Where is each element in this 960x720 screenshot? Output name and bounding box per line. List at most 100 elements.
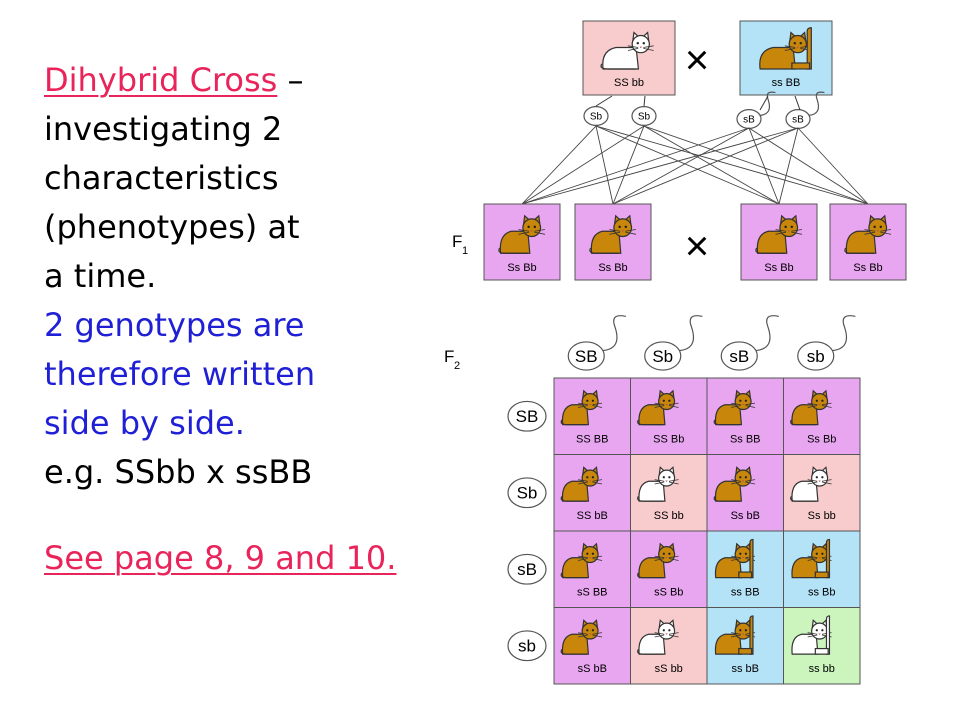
f2-subscript: 2 (454, 360, 460, 372)
parent-gamete-2: Sb (631, 106, 657, 126)
genotype-label: SS bb (614, 77, 644, 89)
punnett-genotype-label: ss Bb (808, 586, 836, 598)
punnett-cell: sS bb (630, 607, 708, 685)
punnett-genotype-label: Ss bB (731, 510, 760, 522)
punnett-genotype-label: Ss BB (730, 433, 761, 445)
punnett-genotype-label: sS bB (578, 663, 607, 675)
gamete-label: sB (792, 115, 804, 126)
gamete-label: sB (743, 115, 755, 126)
gamete-label: SB (575, 347, 598, 366)
gamete-label: sB (729, 347, 749, 366)
parent-card-ssBB: ss BB (739, 20, 833, 96)
punnett-cell: Ss Bb (783, 377, 861, 455)
punnett-genotype-label: sS bb (655, 663, 683, 675)
text-line-3: characteristics (44, 159, 279, 197)
f2-col-gamete-1: SB (567, 315, 626, 371)
f2-label: F (444, 347, 454, 366)
punnett-cell: ss bb (783, 607, 861, 685)
punnett-genotype-label: ss BB (731, 586, 760, 598)
cat-icon (714, 538, 756, 579)
punnett-genotype-label: ss bB (731, 663, 759, 675)
cat-icon (560, 619, 603, 655)
genotype-label: Ss Bb (764, 262, 793, 274)
punnett-genotype-label: SS Bb (653, 433, 684, 445)
f1-subscript: 1 (462, 245, 468, 257)
gamete-label: sb (518, 637, 536, 656)
f1-card-1: Ss Bb (483, 203, 561, 281)
genotype-label: Ss Bb (598, 262, 627, 274)
cat-icon (714, 615, 756, 655)
genotype-label: Ss Bb (507, 262, 536, 274)
gamete-label: sb (807, 347, 825, 366)
punnett-genotype-label: sS Bb (654, 586, 683, 598)
genotype-label: Ss Bb (853, 262, 882, 274)
cat-icon (791, 615, 832, 655)
genotype-label: ss BB (772, 77, 801, 89)
punnett-genotype-label: Ss bb (808, 510, 836, 522)
cat-icon (755, 214, 803, 254)
punnett-genotype-label: ss bb (809, 663, 835, 675)
parent-card-ssbb: SS bb (582, 20, 676, 96)
text-line-6: 2 genotypes are (44, 306, 305, 344)
punnett-cell: SS bb (630, 454, 708, 532)
cat-icon (560, 542, 603, 579)
f1-label: F (452, 232, 462, 251)
gamete-label: SB (516, 407, 539, 426)
text-line-8: side by side. (44, 404, 245, 442)
cross-lines (521, 95, 869, 205)
text-line-4: (phenotypes) at (44, 208, 300, 246)
text-block: Dihybrid Cross – investigating 2 charact… (44, 56, 484, 583)
punnett-cell: ss BB (706, 530, 784, 608)
punnett-genotype-label: sS BB (577, 586, 608, 598)
punnett-genotype-label: SS bB (577, 510, 608, 522)
dihybrid-cross-link[interactable]: Dihybrid Cross (44, 61, 278, 99)
text-line-5: a time. (44, 257, 157, 295)
punnett-cell: sS bB (553, 607, 631, 685)
gamete-label: Sb (517, 484, 538, 503)
gamete-label: Sb (652, 347, 673, 366)
parent-gamete-4: sB (785, 91, 825, 129)
cat-icon (790, 389, 832, 426)
title-line: Dihybrid Cross – (44, 56, 484, 105)
punnett-cell: sS Bb (630, 530, 708, 608)
f2-col-gamete-4: sb (797, 315, 856, 371)
cat-icon (791, 538, 832, 579)
f2-col-gamete-2: Sb (644, 315, 703, 371)
cat-icon (637, 542, 679, 579)
f2-row-gamete-4: sb (507, 630, 547, 662)
cross-symbol-f1: × (685, 222, 710, 269)
punnett-square: SS BB SS Bb Ss BB Ss Bb SS bB SS bb Ss bB Ss bb… (553, 377, 861, 685)
cat-icon (589, 214, 637, 254)
punnett-cell: ss Bb (783, 530, 861, 608)
cat-icon (759, 27, 812, 70)
punnett-cell: Ss bb (783, 454, 861, 532)
gamete-label: Sb (590, 112, 603, 123)
cat-icon (637, 619, 679, 655)
gamete-label: sB (517, 560, 537, 579)
cat-icon (498, 214, 546, 254)
punnett-cell: ss bB (706, 607, 784, 685)
cat-icon (713, 389, 756, 426)
example-line: e.g. SSbb x ssBB (44, 453, 313, 491)
f1-card-3: Ss Bb (740, 203, 818, 281)
punnett-cell: SS bB (553, 454, 631, 532)
cat-icon (637, 389, 679, 426)
cat-icon (790, 466, 832, 502)
punnett-cell: SS Bb (630, 377, 708, 455)
title-dash: – (277, 61, 304, 99)
f2-row-gamete-3: sB (507, 553, 547, 585)
cat-icon (637, 466, 679, 502)
punnett-genotype-label: SS bb (654, 510, 684, 522)
f1-card-2: Ss Bb (574, 203, 652, 281)
cat-icon (600, 31, 654, 70)
f1-card-4: Ss Bb (829, 203, 907, 281)
punnett-genotype-label: SS BB (576, 433, 608, 445)
punnett-cell: Ss bB (706, 454, 784, 532)
cross-symbol-parents: × (685, 36, 710, 83)
parent-gamete-3: sB (736, 91, 776, 129)
see-page-link[interactable]: See page 8, 9 and 10. (44, 539, 397, 577)
parent-gamete-1: Sb (583, 106, 609, 126)
cat-icon (560, 389, 603, 426)
